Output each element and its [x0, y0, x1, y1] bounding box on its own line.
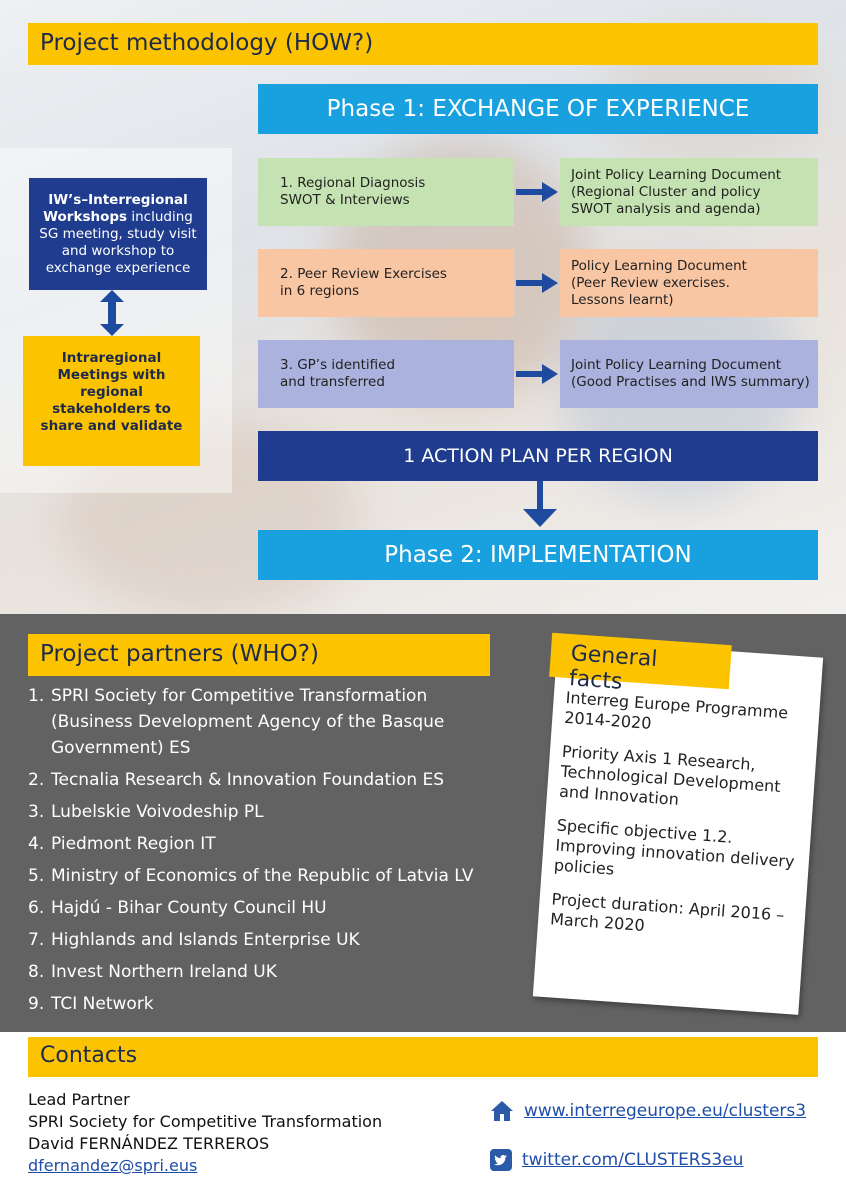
step-number: 3.	[280, 357, 293, 373]
phase1-banner: Phase 1: EXCHANGE OF EXPERIENCE	[258, 84, 818, 134]
partners-list: 1.SPRI Society for Competitive Transform…	[28, 683, 498, 1023]
fact-item: Priority Axis 1 Research, Technological …	[558, 741, 782, 809]
output-line: (Peer Review exercises.	[571, 274, 730, 291]
step-number: 1.	[280, 175, 293, 191]
output-line: Joint Policy Learning Document	[571, 166, 782, 183]
phase2-banner: Phase 2: IMPLEMENTATION	[258, 530, 818, 580]
step-line: SWOT & Interviews	[280, 192, 410, 208]
output-line: SWOT analysis and agenda)	[571, 200, 761, 217]
iw-description: including SG meeting, study visit and wo…	[39, 209, 197, 276]
iw-bold-label: IW’s–Interregional Workshops	[43, 192, 188, 225]
step-peer-review: 2. Peer Review Exercises in 6 regions	[258, 249, 514, 317]
fact-item: Specific objective 1.2. Improving innova…	[553, 815, 796, 879]
email-link[interactable]: dfernandez@spri.eus	[28, 1156, 198, 1175]
output-joint-policy-doc-1: Joint Policy Learning Document (Regional…	[560, 158, 818, 226]
list-item: 5.Ministry of Economics of the Republic …	[28, 866, 474, 886]
list-item: 9.TCI Network	[28, 994, 154, 1014]
right-arrow-icon	[514, 364, 560, 384]
output-line: Policy Learning Document	[571, 257, 747, 274]
fact-item: Interreg Europe Programme 2014-2020	[563, 687, 789, 733]
down-arrow-icon	[523, 481, 557, 529]
action-plan-banner: 1 ACTION PLAN PER REGION	[258, 431, 818, 481]
interregional-workshops-box: IW’s–Interregional Workshops including S…	[29, 178, 207, 290]
step-number: 2.	[280, 266, 293, 282]
general-facts-card: General facts Interreg Europe Programme …	[532, 632, 824, 1015]
step-line: and transferred	[280, 374, 385, 390]
output-line: (Good Practises and IWS summary)	[571, 374, 810, 390]
double-arrow-icon	[100, 290, 124, 336]
lead-partner-org: SPRI Society for Competitive Transformat…	[28, 1112, 383, 1131]
twitter-url[interactable]: twitter.com/CLUSTERS3eu	[522, 1150, 744, 1170]
methodology-title: Project methodology (HOW?)	[28, 23, 818, 65]
twitter-link[interactable]: twitter.com/CLUSTERS3eu	[490, 1149, 743, 1171]
step-line: GP’s identified	[297, 357, 396, 373]
website-url[interactable]: www.interregeurope.eu/clusters3	[524, 1101, 807, 1121]
list-item: 2.Tecnalia Research & Innovation Foundat…	[28, 770, 445, 790]
step-regional-diagnosis: 1. Regional Diagnosis SWOT & Interviews	[258, 158, 514, 226]
output-joint-policy-doc-2: Joint Policy Learning Document (Good Pra…	[560, 340, 818, 408]
list-item: 3.Lubelskie Voivodeship PL	[28, 802, 264, 822]
step-line: Peer Review Exercises	[297, 266, 447, 282]
lead-partner-block: Lead Partner SPRI Society for Competitiv…	[28, 1089, 382, 1177]
twitter-icon	[490, 1149, 512, 1171]
right-arrow-icon	[514, 182, 560, 202]
step-gps-identified: 3. GP’s identified and transferred	[258, 340, 514, 408]
output-line: Lessons learnt)	[571, 291, 674, 308]
list-item: 1.SPRI Society for Competitive Transform…	[28, 686, 445, 758]
lead-partner-person: David FERNÁNDEZ TERREROS	[28, 1134, 270, 1153]
right-arrow-icon	[514, 273, 560, 293]
output-line: (Regional Cluster and policy	[571, 183, 761, 200]
house-icon	[491, 1101, 513, 1121]
intraregional-meetings-box: Intraregional Meetings with regional sta…	[23, 336, 200, 466]
contacts-title: Contacts	[28, 1037, 818, 1077]
list-item: 6.Hajdú - Bihar County Council HU	[28, 898, 327, 918]
output-policy-learning-doc: Policy Learning Document (Peer Review ex…	[560, 249, 818, 317]
step-line: Regional Diagnosis	[297, 175, 426, 191]
output-line: Joint Policy Learning Document	[571, 357, 782, 373]
website-link[interactable]: www.interregeurope.eu/clusters3	[490, 1100, 806, 1122]
fact-item: Project duration: April 2016 – March 202…	[549, 889, 785, 935]
list-item: 7.Highlands and Islands Enterprise UK	[28, 930, 360, 950]
partners-title: Project partners (WHO?)	[28, 634, 490, 676]
lead-partner-label: Lead Partner	[28, 1090, 130, 1109]
list-item: 8.Invest Northern Ireland UK	[28, 962, 277, 982]
general-facts-body: Interreg Europe Programme 2014-2020 Prio…	[549, 688, 812, 961]
list-item: 4.Piedmont Region IT	[28, 834, 216, 854]
step-line: in 6 regions	[280, 283, 360, 299]
